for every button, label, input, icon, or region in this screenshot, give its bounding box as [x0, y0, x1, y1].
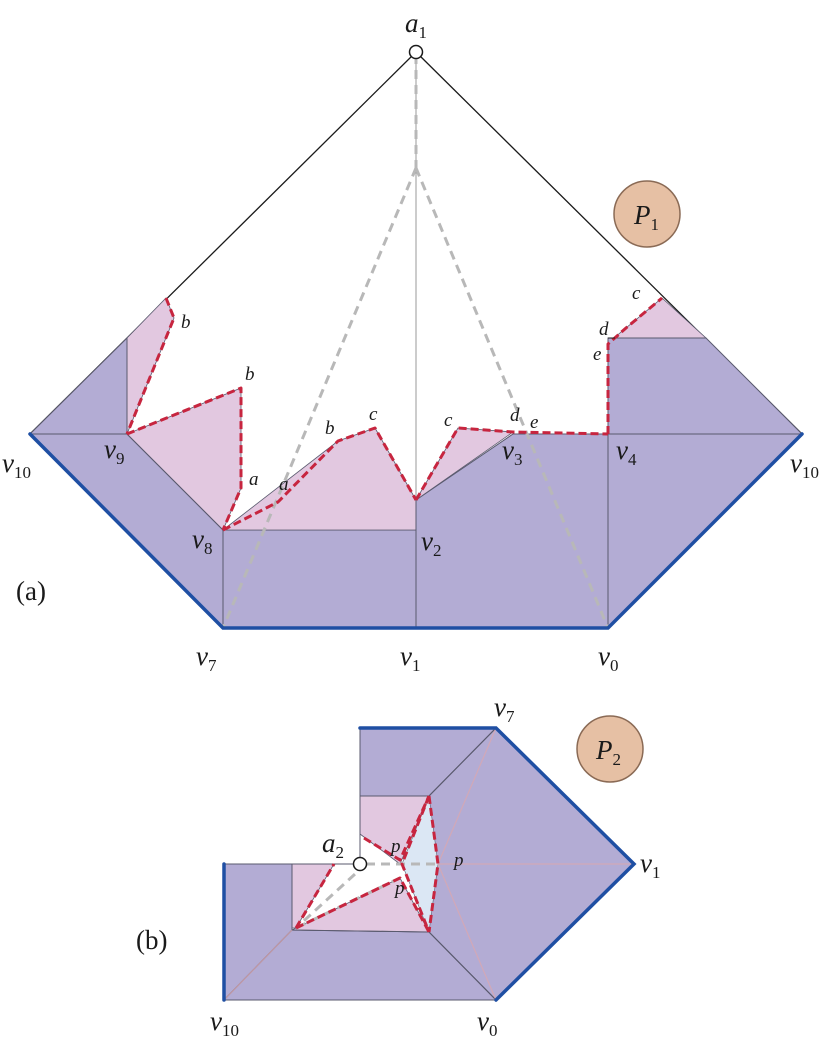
badge-p1-base: P	[633, 200, 651, 230]
label-b-v1: v1	[640, 848, 660, 882]
badge-p1: P1	[613, 180, 681, 248]
point-label-d2: d	[599, 319, 609, 340]
label-b-v7: v7	[494, 692, 515, 726]
label-v2: v2	[421, 526, 441, 560]
point-label-p2: p	[452, 850, 464, 871]
fold-lines-b	[291, 727, 497, 1001]
label-v7: v7	[196, 641, 217, 675]
point-label-a1: a	[249, 469, 259, 490]
badge-p1-sub: 1	[651, 215, 660, 234]
point-label-a2: a	[279, 474, 289, 495]
gray-dashed-a	[221, 55, 610, 629]
apex-a1-marker	[408, 44, 424, 60]
label-v0: v0	[598, 641, 618, 675]
point-label-p3: p	[393, 878, 405, 899]
label-v8: v8	[192, 524, 212, 558]
svg-text:P1: P1	[633, 200, 659, 234]
point-label-b1: b	[181, 312, 191, 333]
apex-a2-marker	[352, 856, 368, 872]
label-v3: v3	[502, 435, 522, 469]
panel-b: P2 a2 v7 v1 v10 v0 p p p (b)	[136, 692, 660, 1040]
blue-edges-a	[28, 432, 804, 630]
badge-p2: P2	[576, 715, 644, 783]
label-a1: a1	[405, 8, 427, 42]
label-v10-left: v10	[2, 448, 31, 482]
blue-edges-b	[222, 726, 637, 1002]
face-left-outer	[28, 336, 128, 435]
svg-text:P2: P2	[595, 735, 621, 769]
label-a2: a2	[322, 828, 344, 862]
cut-paths-b	[294, 795, 440, 933]
label-v1: v1	[400, 641, 420, 675]
point-label-c1: c	[369, 404, 378, 425]
point-label-c3: c	[632, 283, 641, 304]
point-label-e2: e	[593, 344, 601, 365]
face-right-upper	[607, 337, 804, 435]
point-label-b2: b	[245, 364, 255, 385]
badge-p2-sub: 2	[613, 750, 622, 769]
point-label-p1: p	[389, 836, 401, 857]
cut-paths-a	[125, 296, 663, 532]
panel-a: P1 a1 v10 v10 v9 v8 v7 v1 v0 v2 v3 v4 b …	[2, 8, 819, 675]
light-face-right-top	[612, 297, 708, 339]
label-b-v0: v0	[477, 1006, 497, 1040]
label-v9: v9	[104, 434, 124, 468]
point-label-c2: c	[444, 410, 453, 431]
label-v10-right: v10	[790, 448, 819, 482]
caption-b: (b)	[136, 925, 167, 955]
point-label-b3: b	[325, 418, 335, 439]
caption-a: (a)	[16, 576, 46, 606]
point-label-e1: e	[530, 412, 538, 433]
label-b-v10: v10	[210, 1006, 239, 1040]
fold-lines-a	[126, 337, 706, 628]
point-label-d1: d	[510, 405, 520, 426]
label-v4: v4	[616, 435, 637, 469]
faint-lines-b	[223, 727, 634, 1001]
face-bottom-left	[222, 529, 417, 629]
badge-p2-base: P	[595, 735, 613, 765]
